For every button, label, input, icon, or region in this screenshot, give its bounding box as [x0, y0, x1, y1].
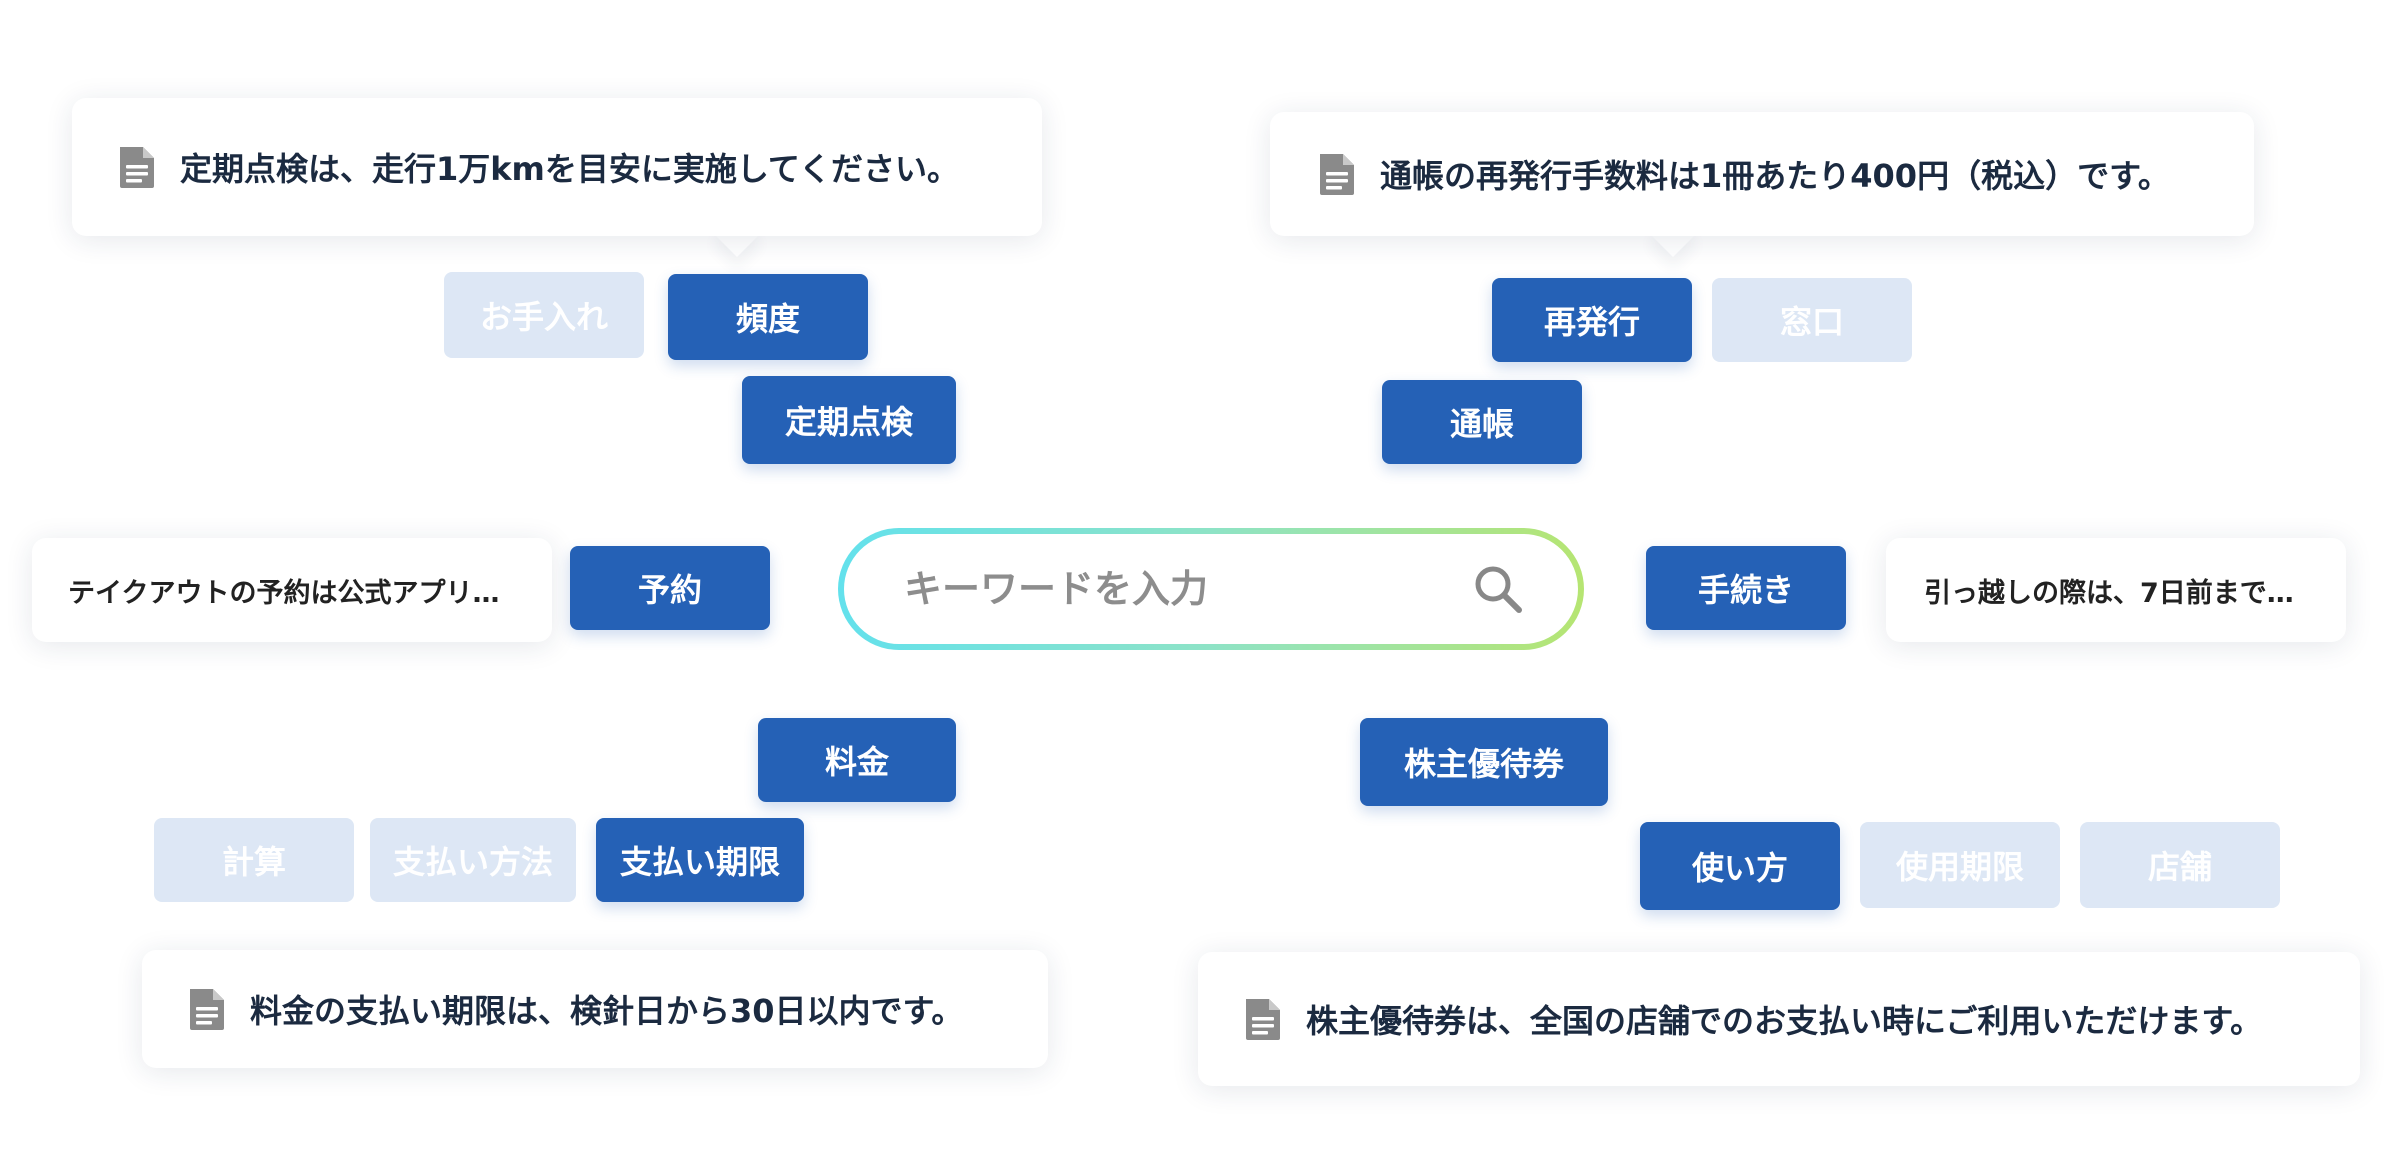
search-input[interactable]	[902, 566, 1470, 612]
document-icon	[114, 144, 160, 190]
tag-tenpo[interactable]: 店舗	[2080, 822, 2280, 908]
answer-text: 料金の支払い期限は、検針日から30日以内です。	[250, 992, 964, 1030]
tag-hindo[interactable]: 頻度	[668, 274, 868, 360]
tag-yoyaku[interactable]: 予約	[570, 546, 770, 630]
tag-keisan[interactable]: 計算	[154, 818, 354, 902]
tag-saihakko[interactable]: 再発行	[1492, 278, 1692, 362]
answer-text: 通帳の再発行手数料は1冊あたり400円（税込）です。	[1380, 157, 2170, 195]
answer-card-bottom-right[interactable]: 株主優待券は、全国の店舗でのお支払い時にご利用いただけます。	[1198, 952, 2360, 1086]
answer-text: テイクアウトの予約は公式アプリ…	[68, 577, 500, 609]
tag-oteire[interactable]: お手入れ	[444, 272, 644, 358]
answer-card-right[interactable]: 引っ越しの際は、7日前まで…	[1886, 538, 2346, 642]
search-box	[838, 528, 1584, 650]
tag-tsucho[interactable]: 通帳	[1382, 380, 1582, 464]
answer-text: 定期点検は、走行1万kmを目安に実施してください。	[180, 150, 959, 188]
document-icon	[1314, 151, 1360, 197]
answer-text: 株主優待券は、全国の店舗でのお支払い時にご利用いただけます。	[1306, 1002, 2263, 1040]
answer-card-left[interactable]: テイクアウトの予約は公式アプリ…	[32, 538, 552, 642]
tag-madoguchi[interactable]: 窓口	[1712, 278, 1912, 362]
magnifier-icon	[1475, 566, 1522, 613]
tag-shiyo-kigen[interactable]: 使用期限	[1860, 822, 2060, 908]
answer-card-bottom-left[interactable]: 料金の支払い期限は、検針日から30日以内です。	[142, 950, 1048, 1068]
tag-teiki-tenken[interactable]: 定期点検	[742, 376, 956, 464]
document-icon	[184, 986, 230, 1032]
document-icon	[1240, 996, 1286, 1042]
tag-tsukaikata[interactable]: 使い方	[1640, 822, 1840, 910]
tag-shiharai-kigen[interactable]: 支払い期限	[596, 818, 804, 902]
tag-ryokin[interactable]: 料金	[758, 718, 956, 802]
answer-card-top-right[interactable]: 通帳の再発行手数料は1冊あたり400円（税込）です。	[1270, 112, 2254, 236]
search-button[interactable]	[1470, 561, 1526, 617]
answer-card-top-left[interactable]: 定期点検は、走行1万kmを目安に実施してください。	[72, 98, 1042, 236]
tag-shiharai-hoho[interactable]: 支払い方法	[370, 818, 576, 902]
answer-text: 引っ越しの際は、7日前まで…	[1924, 577, 2294, 609]
tag-kabunushi[interactable]: 株主優待券	[1360, 718, 1608, 806]
tag-tetsuzuki[interactable]: 手続き	[1646, 546, 1846, 630]
